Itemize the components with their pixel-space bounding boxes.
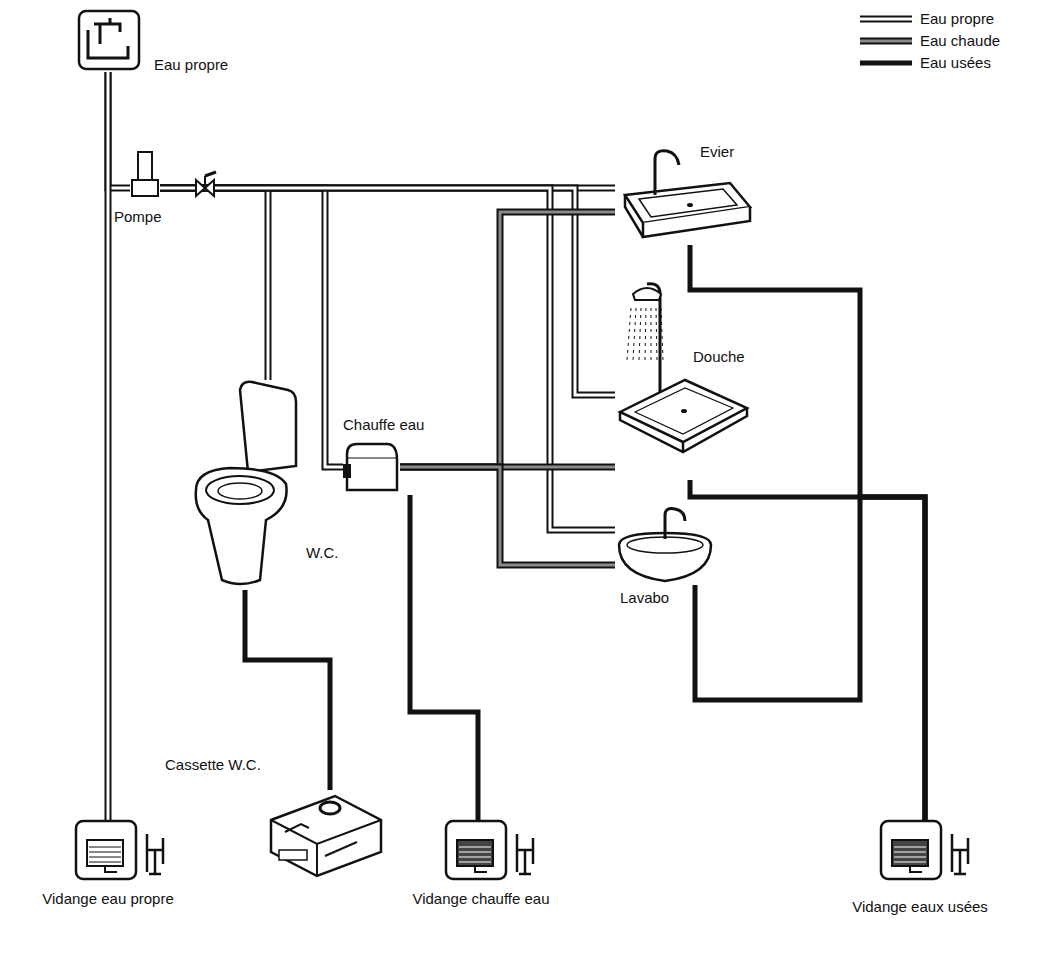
water-heater-picture xyxy=(343,440,400,495)
legend-row: Eau chaude xyxy=(858,30,1000,52)
clean-water-tank: Eau propre xyxy=(78,10,140,72)
waste-water-drain: Vidange eaux usées xyxy=(880,820,990,880)
shower: Douche xyxy=(615,280,750,480)
node-label: Cassette W.C. xyxy=(165,756,261,774)
waste-water-pipe xyxy=(410,495,478,820)
legend-sample xyxy=(858,12,914,26)
node-label: Vidange eaux usées xyxy=(852,898,988,916)
legend-row: Eau propre xyxy=(858,8,1000,30)
legend-row: Eau usées xyxy=(858,52,1000,74)
node-label: Lavabo xyxy=(620,589,669,607)
wc-cassette-picture xyxy=(265,790,385,880)
toilet: W.C. xyxy=(190,380,300,590)
legend-text: Eau chaude xyxy=(920,32,1000,50)
node-label: Vidange chauffe eau xyxy=(412,890,549,908)
toilet-picture xyxy=(190,380,300,590)
clean-water-drain-picture xyxy=(75,820,185,880)
node-label: Eau propre xyxy=(154,56,228,74)
node-label: Evier xyxy=(700,143,734,161)
clean-water-pipe xyxy=(160,188,615,530)
hot-water-pipe xyxy=(400,467,615,565)
wc-cassette: Cassette W.C. xyxy=(265,790,385,880)
water-heater: Chauffe eau xyxy=(343,440,400,495)
node-label: Chauffe eau xyxy=(343,416,424,434)
node-label: W.C. xyxy=(306,544,339,562)
washbasin-picture xyxy=(615,505,720,585)
clean-water-pipe xyxy=(108,72,109,820)
heater-drain: Vidange chauffe eau xyxy=(445,820,555,880)
waste-water-pipe xyxy=(695,497,925,820)
waste-water-pipe xyxy=(690,245,925,820)
legend-text: Eau usées xyxy=(920,54,991,72)
hot-water-pipe xyxy=(400,212,615,467)
heater-drain-picture xyxy=(445,820,555,880)
sink: Evier xyxy=(615,145,755,245)
legend-sample xyxy=(858,34,914,48)
waste-water-drain-picture xyxy=(880,820,990,880)
valve-symbol xyxy=(196,172,216,196)
legend-sample xyxy=(858,56,914,70)
clean-water-tank-picture xyxy=(78,10,140,72)
washbasin: Lavabo xyxy=(615,505,720,585)
pump-picture xyxy=(130,150,160,205)
legend: Eau propreEau chaudeEau usées xyxy=(858,8,1000,74)
legend-text: Eau propre xyxy=(920,10,994,28)
clean-water-pipe xyxy=(160,188,268,380)
node-label: Pompe xyxy=(114,208,162,226)
clean-water-drain: Vidange eau propre xyxy=(75,820,185,880)
pump: Pompe xyxy=(130,150,160,205)
node-label: Douche xyxy=(693,348,745,366)
node-label: Vidange eau propre xyxy=(42,890,174,908)
shower-picture xyxy=(615,280,750,480)
waste-water-pipe xyxy=(690,480,925,820)
